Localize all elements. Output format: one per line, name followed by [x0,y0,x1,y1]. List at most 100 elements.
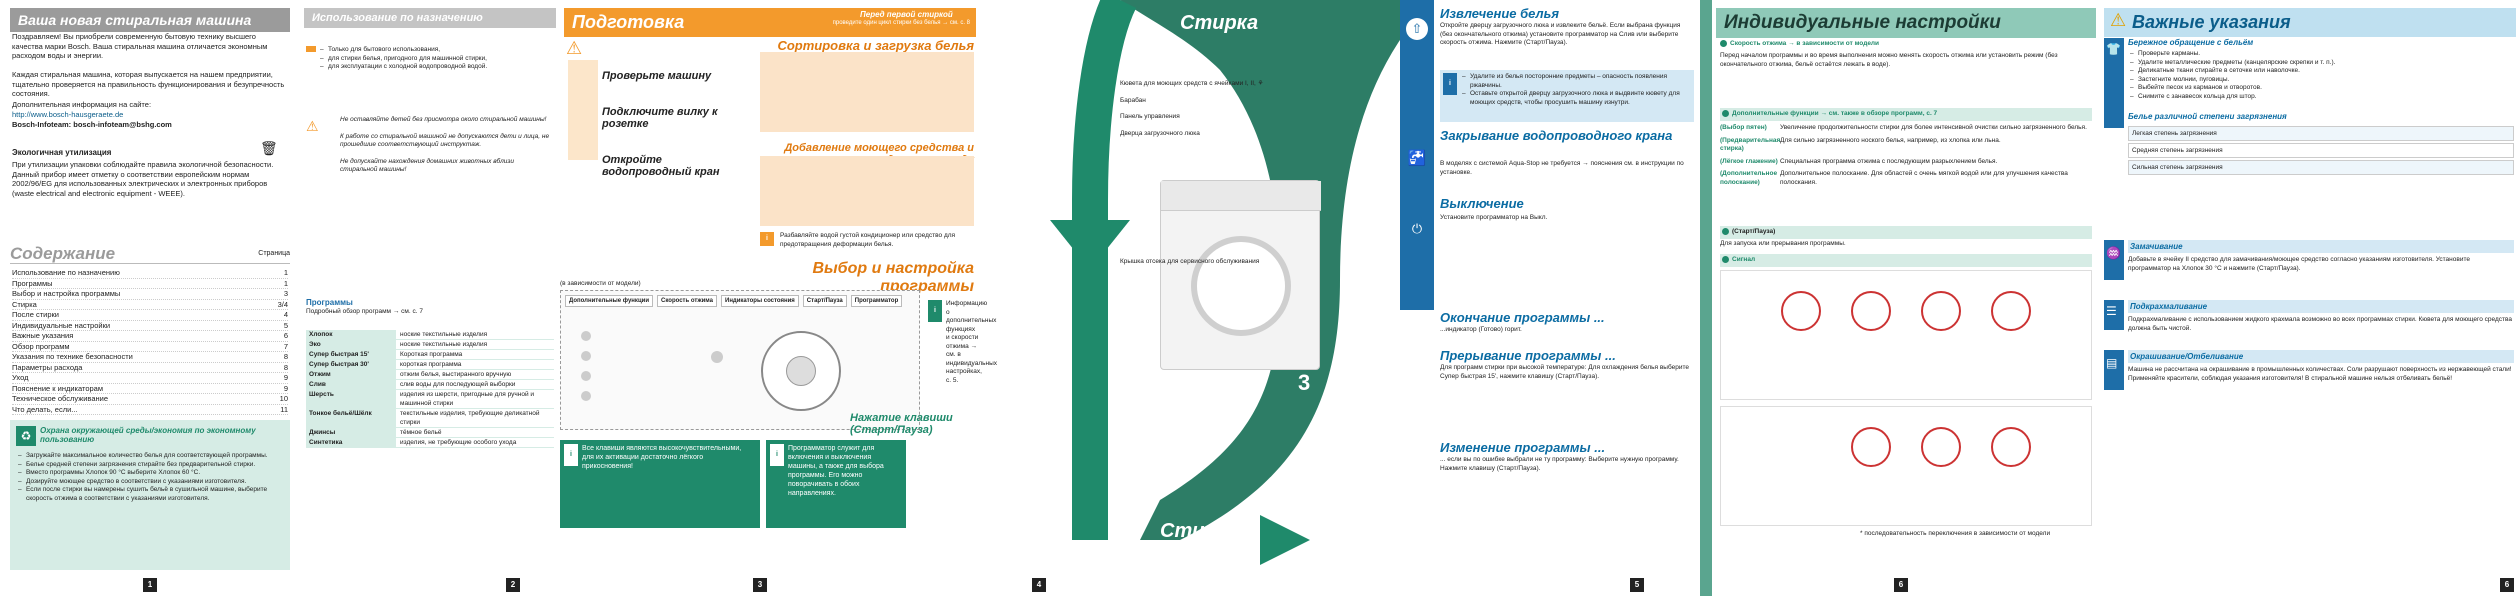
option-button[interactable] [581,351,591,361]
env-item: Если после стирки вы намерены сушить бел… [18,486,282,503]
use-item: Только для бытового использования, [320,46,552,55]
end-text: ...индикатор (Готово) горит. [1440,326,1522,333]
machine-label: Крышка отсека для сервисного обслуживани… [1120,258,1260,265]
program-name: Синтетика [306,438,396,447]
spin-row: Скорость отжима → в зависимости от модел… [1720,40,2092,49]
care-item: Снимите с занавесок кольца для штор. [2130,93,2510,102]
warning-item: Не оставляйте детей без присмотра около … [340,116,547,123]
before-sub: проведите один цикл стирки без белья → с… [832,20,970,26]
page-7: Важные указания ⚠ 👕 Бережное обращение с… [2100,0,2520,596]
program-name: Супер быстрая 15' [306,350,396,359]
toc-row[interactable]: Что делать, если...11 [12,405,288,415]
extra-function-name: (Выбор пятен) [1720,124,1767,131]
info-icon: i [770,444,784,466]
select-note: (в зависимости от модели) [560,280,641,287]
machine-label: Дверца загрузочного люка [1120,129,1200,137]
startpause-row: (Старт/Пауза) [1720,226,2092,239]
dial-box: i Программатор служит для включения и вы… [766,440,906,528]
icon-strip [2104,300,2124,330]
keys-text: Все клавиши являются высокочувствительны… [582,445,742,470]
page-number: 3 [753,578,767,592]
env-item: Дозируйте моющее средство в соответствии… [18,478,282,487]
website-link[interactable]: http://www.bosch-hausgeraete.de [12,110,124,119]
prep-title: Подготовка [564,8,976,37]
dial-knob[interactable] [786,356,816,386]
interrupt-title: Прерывание программы ... [1440,348,1616,363]
program-desc: изделия, не требующие особого ухода [400,439,517,446]
option-button[interactable] [581,331,591,341]
interrupt-text: Для программ стирки при высокой температ… [1440,364,1689,380]
control-header: Скорость отжима [657,295,717,307]
control-header: Дополнительные функции [565,295,654,307]
page-1: Ваша новая стиральная машина Поздравляем… [0,0,300,596]
dirt-row: Легкая степень загрязнения [2128,126,2514,141]
dial-diagram [1921,291,1961,331]
infoteam-email[interactable]: Bosch-Infoteam: bosch-infoteam@bshg.com [12,120,172,129]
control-header: Программатор [850,295,903,307]
left-arc [1072,0,1137,540]
spin-label: Скорость отжима → в зависимости от модел… [1730,40,1880,48]
signal-diagram-2 [1720,406,2092,526]
bullet-icon [1722,228,1729,235]
env-list: Загружайте максимальное количество белья… [18,452,282,503]
page-number: 6 [1894,578,1908,592]
toc-page: 8 [283,362,288,372]
extra-function-desc: Специальная программа отжима с последующ… [1780,157,1998,165]
toc-entry: Стирка [12,299,37,309]
extra-function-row: (Дополнительное полоскание)Дополнительно… [1720,170,2092,187]
before-label: Перед первой стиркой [860,10,953,19]
soak-title: Замачивание [2128,240,2514,253]
unload-text: Откройте дверцу загрузочного люка и извл… [1440,22,1681,46]
program-desc: отжим белья, выстиранного вручную [400,371,512,378]
startpause-text: Для запуска или прерывания программы. [1720,240,1846,247]
extra-function-name: (Дополнительное полоскание) [1720,170,1778,186]
arrow-down-icon [1050,220,1130,270]
info-text: Информацию о дополнительных функциях и с… [946,300,998,384]
care-title: Бережное обращение с бельём [2128,38,2254,47]
info-label: Дополнительная информация на сайте: [12,100,152,109]
tap-icon: 🚰 [1407,150,1427,167]
soak-text: Добавьте в ячейку II средство для замачи… [2128,256,2470,272]
info-icon: i [760,232,774,246]
toc-entry: Обзор программ [12,341,70,351]
power-icon: ⏻ [1411,221,1423,236]
page-3: Подготовка Перед первой стиркой проведит… [560,0,998,596]
page-5: ⇧ 🚰 ⏻ Извлечение белья Откройте дверцу з… [1400,0,1700,596]
starch-title: Подкрахмаливание [2128,300,2514,313]
dial-diagram [1781,291,1821,331]
option-button[interactable] [581,371,591,381]
env-item: Загружайте максимальное количество белья… [18,452,282,461]
unload-tips: Удалите из белья посторонние предметы – … [1462,73,1690,107]
toc-page: 5 [283,320,288,330]
toc-title: Содержание [10,244,116,263]
control-header: Старт/Пауза [802,295,847,307]
dye-text: Машина не рассчитана на окрашивание в пр… [2128,366,2512,382]
toc-entry: Указания по технике безопасности [12,352,133,361]
toc-page: 1 [283,268,288,277]
page-2: Использование по назначению Только для б… [300,0,560,596]
option-button[interactable] [581,391,591,401]
start-pause-button[interactable] [711,351,723,363]
icon-strip [2104,240,2124,280]
close-title: Закрывание водопроводного крана [1440,128,1673,143]
keys-box: i Все клавиши являются высокочувствитель… [560,440,760,528]
teal-strip [1700,0,1712,596]
warning-icon: ⚠ [566,38,583,58]
extras-list: (Выбор пятен)Увеличение продолжительност… [1720,124,2092,191]
